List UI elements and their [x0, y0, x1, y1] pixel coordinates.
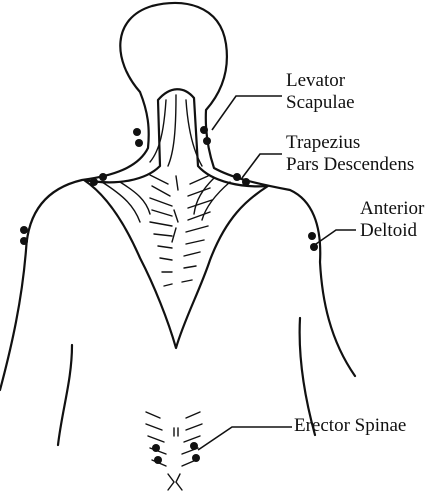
electrode-levator-right-2	[203, 137, 211, 145]
leader-erector	[198, 427, 292, 450]
electrode-erector-right-2	[192, 454, 200, 462]
leader-levator	[212, 96, 282, 130]
electrode-levator-left-1	[133, 128, 141, 136]
label-anterior-deltoid: Anterior Deltoid	[360, 198, 424, 242]
label-levator-line2: Scapulae	[286, 92, 355, 114]
electrode-levator-right-1	[200, 126, 208, 134]
label-erector-spinae: Erector Spinae	[294, 415, 406, 437]
electrodes	[20, 126, 318, 464]
label-deltoid-line2: Deltoid	[360, 220, 424, 242]
electrode-erector-left-2	[154, 456, 162, 464]
leader-deltoid	[316, 230, 356, 244]
electrode-erector-left-1	[152, 444, 160, 452]
label-levator-scapulae: Levator Scapulae	[286, 70, 355, 114]
electrode-deltoid-left-2	[20, 237, 28, 245]
electrode-deltoid-left-1	[20, 226, 28, 234]
electrode-trapezius-left-2	[99, 173, 107, 181]
electrode-trapezius-right-2	[242, 178, 250, 186]
label-deltoid-line1: Anterior	[360, 198, 424, 220]
electrode-trapezius-left-1	[90, 178, 98, 186]
electrode-erector-right-1	[190, 442, 198, 450]
label-trapezius-line2: Pars Descendens	[286, 154, 414, 176]
label-erector-line1: Erector Spinae	[294, 415, 406, 437]
label-trapezius-line1: Trapezius	[286, 132, 414, 154]
electrode-trapezius-right-1	[233, 173, 241, 181]
leader-trapezius	[242, 154, 282, 178]
label-trapezius-pars-descendens: Trapezius Pars Descendens	[286, 132, 414, 176]
electrode-levator-left-2	[135, 139, 143, 147]
electrode-deltoid-right-1	[308, 232, 316, 240]
label-levator-line1: Levator	[286, 70, 355, 92]
trapezius-muscle	[84, 89, 268, 348]
